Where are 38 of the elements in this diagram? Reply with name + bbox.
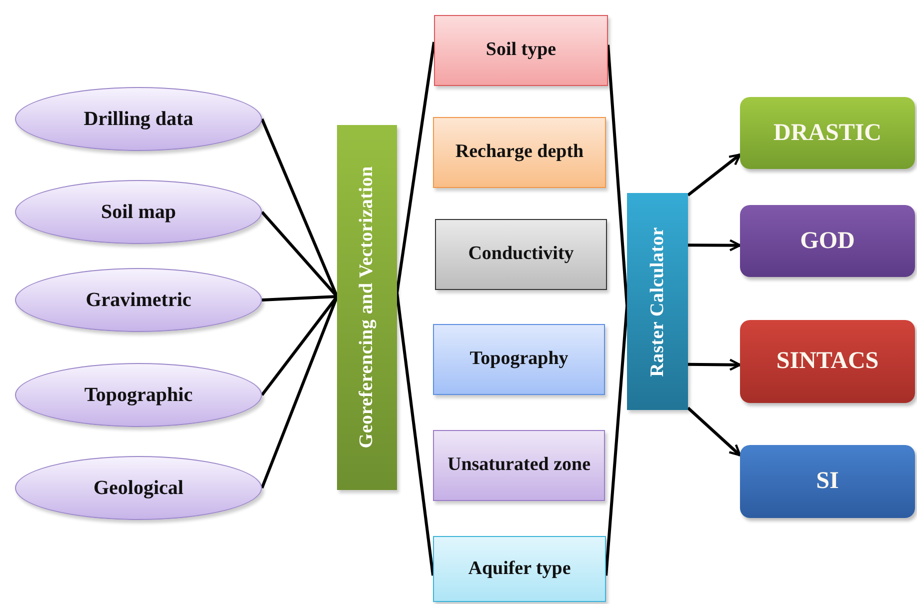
factor-box — [433, 117, 606, 188]
node-label: Recharge depth — [455, 140, 584, 164]
arrow — [687, 153, 742, 196]
connector-line — [606, 44, 628, 306]
node-label: Georeferencing and Vectorization — [356, 166, 378, 449]
node-label: Aquifer type — [468, 556, 571, 581]
process-bar — [627, 193, 688, 410]
node-label: Topography — [470, 347, 568, 372]
node-label: SINTACS — [776, 348, 879, 375]
factor-box — [435, 219, 607, 290]
factor-box — [433, 430, 605, 501]
factor-box — [433, 324, 605, 395]
node-label: Raster Calculator — [646, 226, 668, 376]
result-box — [740, 97, 915, 169]
connector-line — [262, 295, 338, 302]
factor-box — [433, 536, 606, 602]
result-box — [740, 205, 915, 277]
connector-line — [396, 292, 434, 576]
arrow — [686, 406, 742, 456]
factor-box — [434, 15, 608, 86]
node-label: SI — [816, 468, 839, 495]
node-label: Gravimetric — [86, 288, 192, 312]
node-label: Topographic — [84, 384, 193, 406]
connector-line — [396, 42, 436, 294]
process-bar — [337, 125, 397, 490]
connector-line — [604, 306, 628, 576]
arrow — [688, 358, 742, 371]
node-label: Conductivity — [468, 242, 574, 266]
node-label: Soil map — [100, 200, 176, 224]
node-label: GOD — [800, 228, 855, 254]
node-label: DRASTIC — [773, 120, 882, 146]
result-box — [740, 320, 915, 403]
node-label: Geological — [94, 476, 184, 500]
node-label: Soil type — [486, 38, 556, 62]
arrow — [688, 239, 742, 252]
result-box — [740, 445, 915, 518]
node-label: Drilling data — [84, 108, 194, 130]
node-label: Unsaturated zone — [447, 453, 591, 478]
